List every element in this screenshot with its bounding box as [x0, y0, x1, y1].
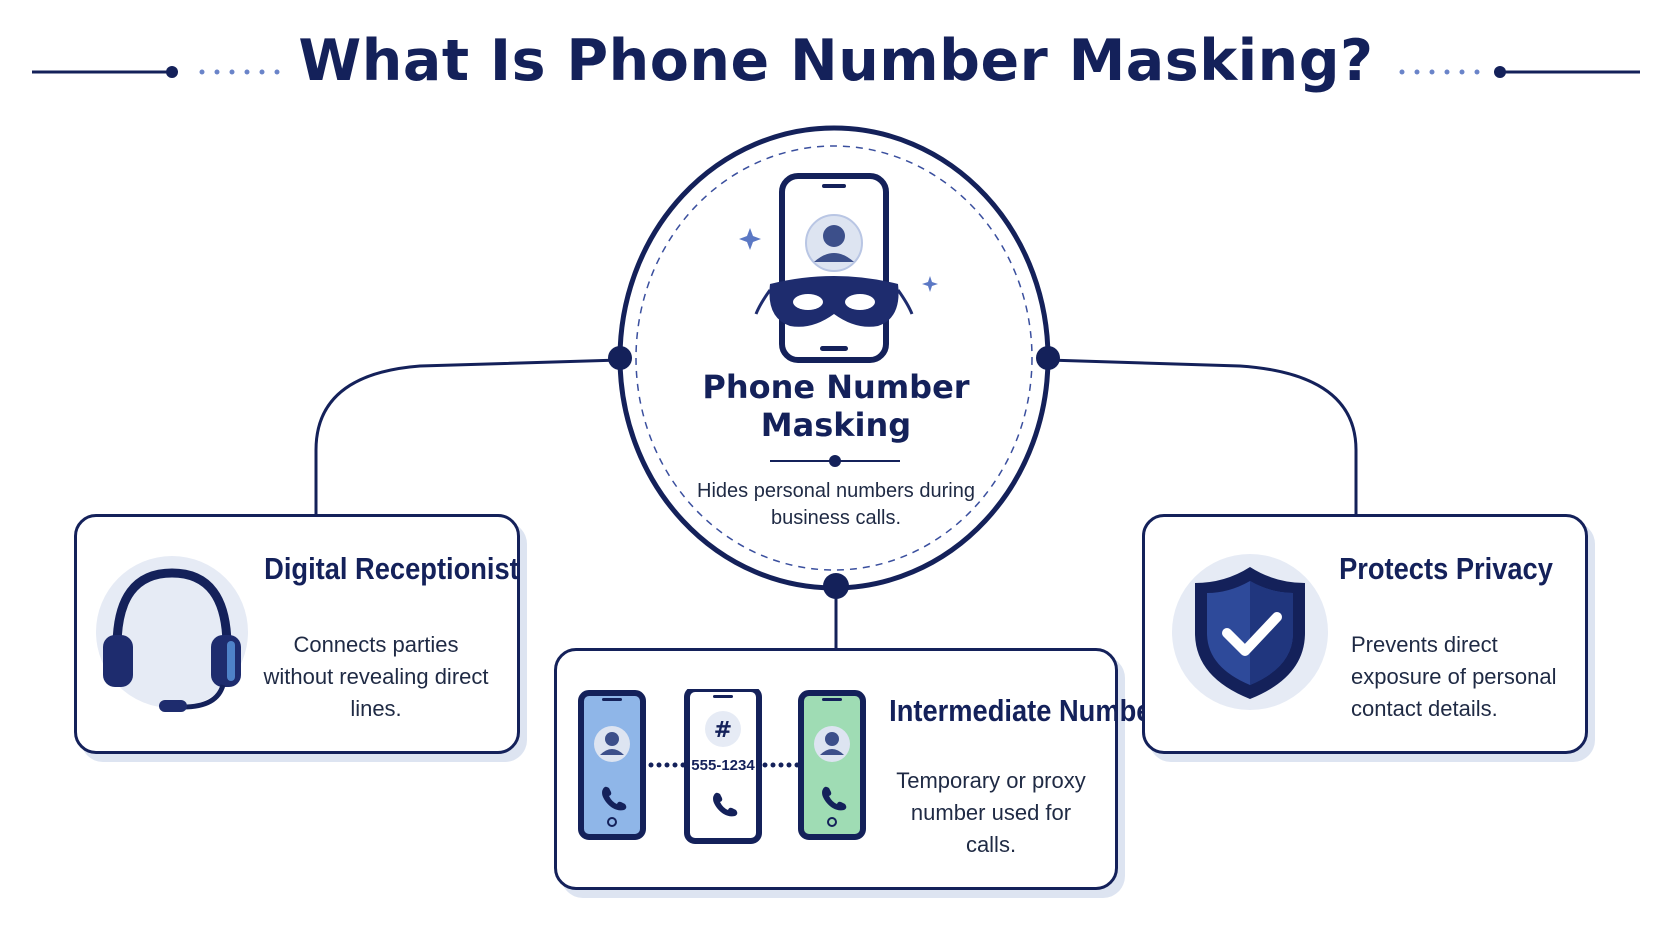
card-title: Digital Receptionist — [264, 551, 519, 586]
masked-phone-icon — [739, 173, 938, 363]
card-digital-receptionist: Digital Receptionist Connects parties wi… — [74, 514, 520, 754]
headset-icon — [96, 556, 248, 712]
card-title: Protects Privacy — [1339, 551, 1553, 586]
card-text: Prevents direct exposure of personal con… — [1351, 632, 1557, 721]
title-decoration-left — [32, 66, 280, 78]
card-intermediate-number: # 555-1234 Intermediate Number Temporary… — [554, 648, 1163, 890]
proxy-symbol: # — [714, 718, 732, 743]
proxy-number: 555-1234 — [691, 757, 755, 774]
center-description: Hides personal numbers during business c… — [697, 480, 975, 529]
center-divider — [770, 455, 900, 467]
card-title: Intermediate Number — [889, 693, 1163, 728]
title-decoration-right — [1399, 66, 1640, 78]
shield-check-icon — [1172, 554, 1328, 710]
card-protects-privacy: Protects Privacy Prevents direct exposur… — [1142, 514, 1588, 754]
phones-relay-icon: # 555-1234 — [578, 689, 866, 844]
card-text: Connects parties without revealing direc… — [263, 632, 489, 721]
page-title: What Is Phone Number Masking? — [298, 28, 1374, 94]
card-text: Temporary or proxy number used for calls… — [896, 768, 1086, 857]
center-title: Phone Number Masking — [702, 368, 970, 444]
